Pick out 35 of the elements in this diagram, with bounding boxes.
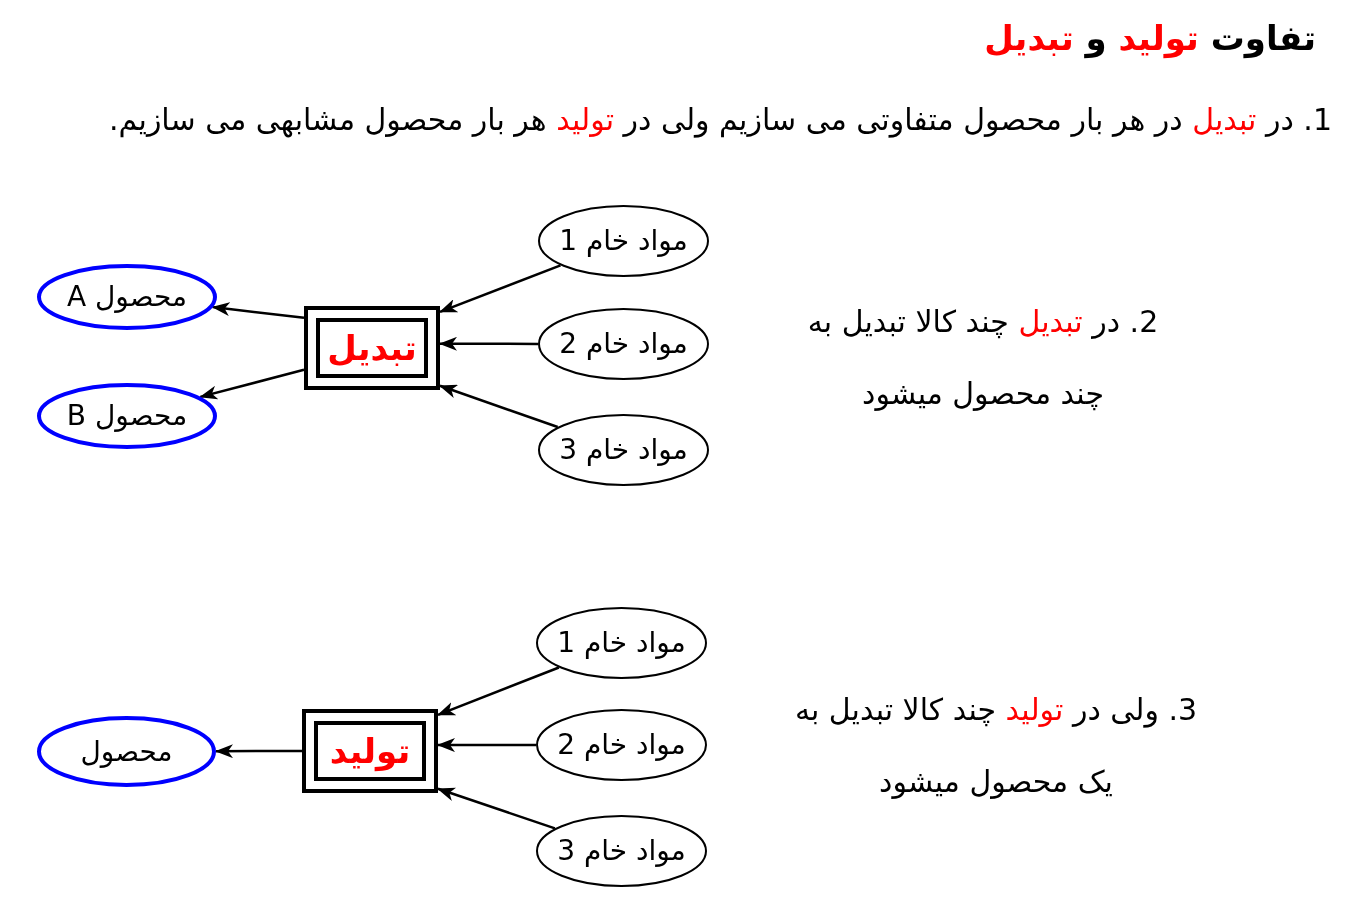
node-label: تولید [329,730,411,772]
arrow [437,666,560,717]
node-label: مواد خام 3 [557,834,686,868]
node-label: مواد خام 2 [559,327,688,361]
statement-text: 1. در تبدیل در هر بار محصول متفاوتی می سازیم ولی در تولید هر بار محصول مشابهی می سازیم. [108,101,1332,140]
output-ellipse [37,716,216,787]
input-ellipse [538,414,709,486]
input-ellipse [536,607,707,679]
arrow [437,738,536,753]
arrow [199,368,305,400]
input-ellipse [538,308,709,380]
node-label: تبدیل [327,327,417,369]
arrow [437,787,556,830]
title: تفاوت تولید و تبدیل [984,17,1316,61]
node-label: مواد خام 3 [559,433,688,467]
arrow [439,384,559,429]
input-ellipse [536,709,707,781]
statement-text: 3. ولی در تولید چند کالا تبدیل به یک محصول میشود [793,691,1199,801]
arrow [215,744,302,759]
process-box [302,709,438,793]
node-label: محصول B [66,399,188,433]
statement-text: 2. در تبدیل چند کالا تبدیل به چند محصول میشود [806,303,1160,413]
arrow [211,302,305,320]
input-ellipse [536,815,707,887]
arrow [439,336,538,351]
process-box [304,306,440,390]
node-label: مواد خام 2 [557,728,686,762]
node-label: محصول A [66,280,188,314]
output-ellipse [37,383,217,449]
node-label: مواد خام 1 [557,626,686,660]
arrow [439,264,561,314]
node-label: مواد خام 1 [559,224,688,258]
input-ellipse [538,205,709,277]
output-ellipse [37,264,217,330]
node-label: محصول [80,734,173,769]
